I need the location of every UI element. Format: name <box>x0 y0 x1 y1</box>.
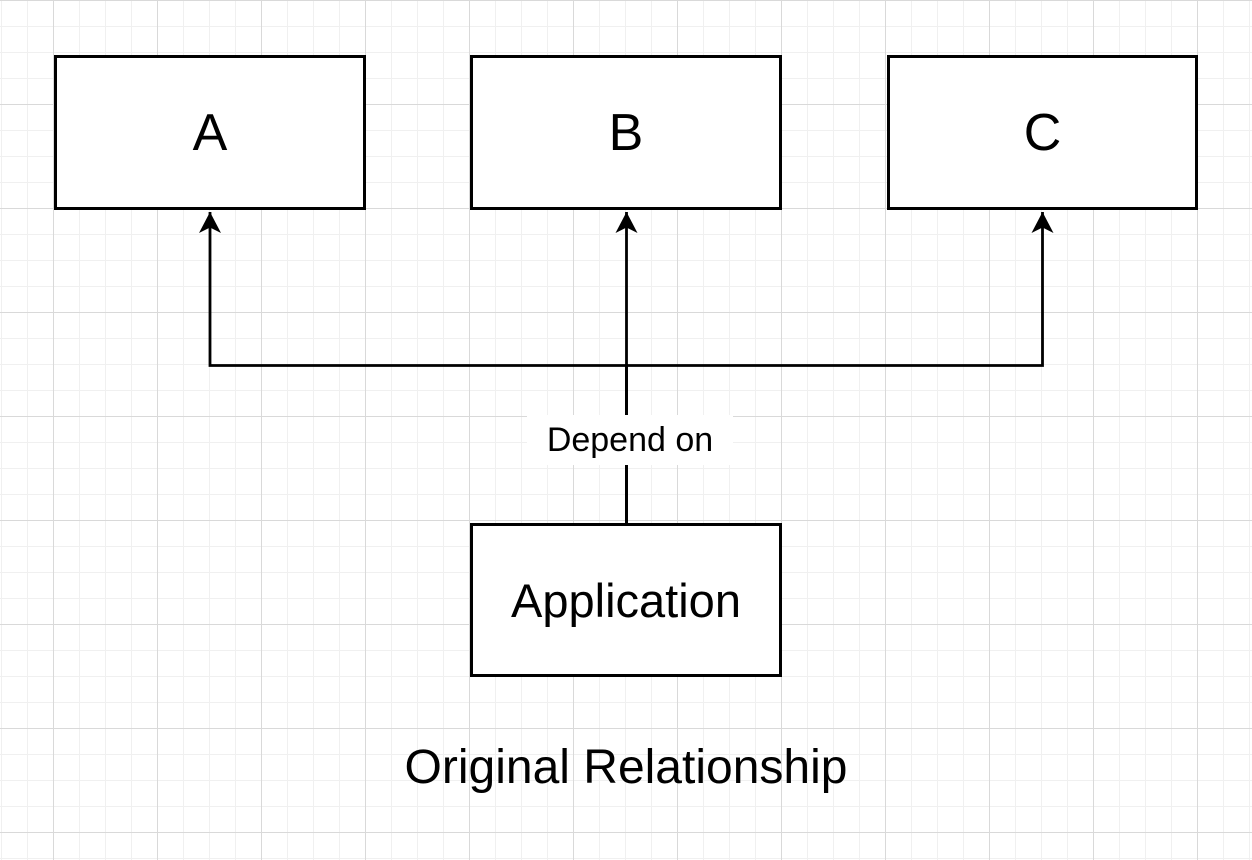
node-c[interactable]: C <box>887 55 1198 210</box>
edge-label-text: Depend on <box>546 420 714 459</box>
diagram-caption-text: Original Relationship <box>404 740 848 794</box>
edge-application-to-c[interactable] <box>625 212 1054 523</box>
node-c-label: C <box>1023 103 1062 162</box>
node-a[interactable]: A <box>54 55 366 210</box>
node-application-label: Application <box>511 573 741 627</box>
node-b[interactable]: B <box>470 55 782 210</box>
diagram-caption[interactable]: Original Relationship <box>375 738 877 796</box>
node-b-label: B <box>608 103 644 162</box>
edge-label-depend-on[interactable]: Depend on <box>527 415 733 465</box>
edge-application-to-a[interactable] <box>199 212 628 523</box>
node-a-label: A <box>192 103 228 162</box>
node-application[interactable]: Application <box>470 523 782 677</box>
